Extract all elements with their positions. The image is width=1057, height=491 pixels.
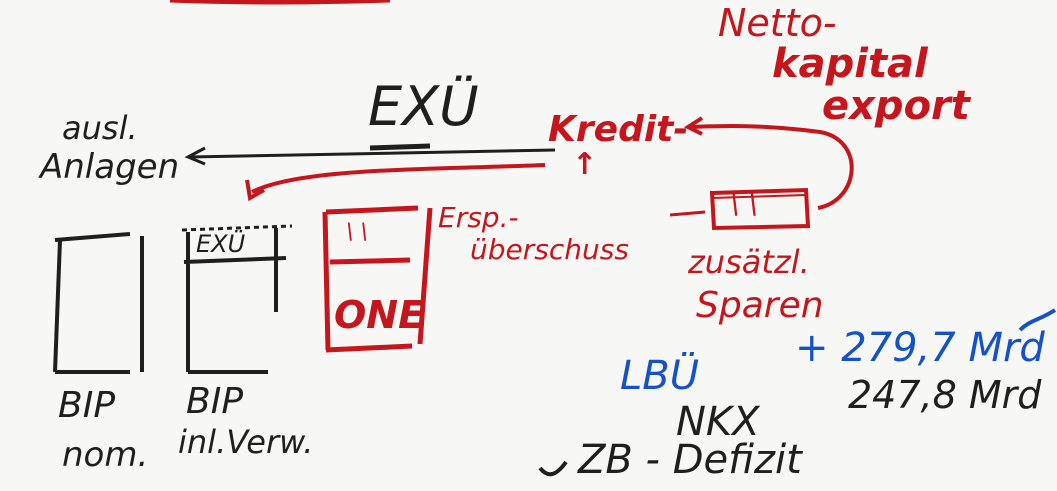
loop-arrow-line — [689, 124, 854, 210]
bip-nom-box — [53, 232, 144, 374]
exu-arrow-line — [189, 148, 556, 159]
netto-label-1: Netto- — [718, 1, 837, 45]
loop-arrow-head — [683, 116, 704, 136]
top-underline — [169, 0, 391, 5]
exu-small-label: EXÜ — [196, 230, 246, 258]
kredit-arrow-line — [251, 163, 546, 194]
one-box — [322, 205, 433, 353]
zb-arrow — [538, 460, 568, 477]
exu-arrow-head — [184, 146, 206, 166]
small-box-mark: \ \ — [730, 187, 758, 220]
bip-inl-label-2: inl.Verw. — [178, 423, 314, 461]
number-label-2: 247,8 Mrd — [848, 373, 1042, 417]
bip-inl-box-top — [181, 224, 293, 232]
sparen-label: Sparen — [696, 285, 824, 326]
bip-nom-label-2: nom. — [62, 435, 149, 475]
ausl-label: ausl. — [62, 109, 138, 147]
kredit-arrow-head — [245, 179, 265, 202]
ersparnis-label-2: überschuss — [470, 233, 629, 266]
small-arrow — [669, 210, 706, 217]
plus-number-label: + 279,7 Mrd — [795, 325, 1045, 371]
bip-inl-label-1: BIP — [186, 381, 244, 422]
exu-underline — [369, 143, 431, 151]
one-label: ONE — [334, 293, 425, 337]
anlagen-label: Anlagen — [40, 147, 180, 187]
netto-label-2: kapital — [772, 41, 928, 87]
one-top-mark: \ \ — [346, 220, 368, 245]
kredit-plus: ↑ — [572, 147, 598, 182]
bip-nom-label-1: BIP — [58, 385, 116, 426]
zusaetzl-label: zusätzl. — [688, 243, 810, 281]
netto-label-3: export — [822, 83, 970, 129]
exu-label: EXÜ — [368, 75, 479, 138]
lbu-label: LBÜ — [620, 353, 700, 399]
zb-defizit-label: ZB - Defizit — [578, 437, 802, 483]
small-red-box — [709, 187, 811, 231]
ersparnis-label-1: Ersp.- — [438, 201, 519, 234]
kredit-label: Kredit- — [548, 109, 689, 150]
nkx-label: NKX — [676, 399, 760, 445]
bip-inl-box — [183, 228, 287, 374]
